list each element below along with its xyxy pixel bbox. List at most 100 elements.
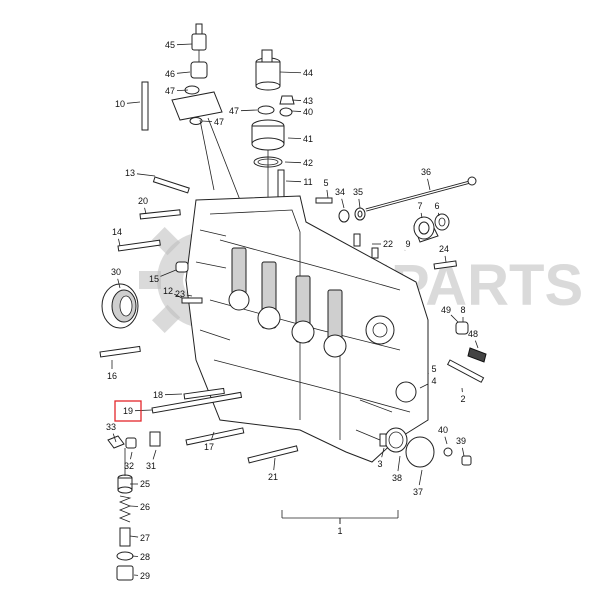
leader-36 — [427, 178, 431, 191]
leader-46 — [176, 71, 191, 74]
callout-28: 28 — [140, 552, 150, 562]
callout-12: 12 — [163, 286, 173, 296]
leader-17 — [210, 431, 215, 441]
leader-34 — [341, 198, 345, 209]
leader-11 — [285, 180, 302, 183]
callout-20: 20 — [138, 196, 148, 206]
leader-32 — [130, 451, 133, 460]
oil-sender-assembly — [251, 49, 295, 210]
leader-26 — [129, 505, 139, 507]
callout-35: 35 — [353, 187, 363, 197]
callout-40: 40 — [303, 107, 313, 117]
leader-7 — [420, 212, 423, 219]
callout-32: 32 — [124, 461, 134, 471]
leader-15 — [160, 269, 177, 277]
leader-33 — [112, 433, 117, 443]
leader-20 — [144, 207, 147, 215]
callout-2: 2 — [460, 394, 465, 404]
leader-lines — [111, 43, 479, 576]
leader-35 — [358, 198, 361, 209]
callout-6: 6 — [434, 201, 439, 211]
leader-38 — [397, 455, 401, 472]
callout-46: 46 — [165, 69, 175, 79]
callout-11: 11 — [303, 177, 312, 187]
callout-39: 39 — [456, 436, 466, 446]
leader-47 — [240, 109, 258, 112]
callout-14: 14 — [112, 227, 122, 237]
leader-5 — [427, 373, 429, 375]
callout-25: 25 — [140, 479, 150, 489]
callout-21: 21 — [268, 472, 278, 482]
leader-48 — [474, 340, 479, 349]
callout-17: 17 — [204, 442, 214, 452]
callout-5: 5 — [323, 178, 328, 188]
leader-4 — [419, 383, 428, 389]
callout-49: 49 — [441, 305, 451, 315]
callout-34: 34 — [335, 187, 345, 197]
crank-seal — [101, 283, 139, 329]
callout-5: 5 — [431, 364, 436, 374]
callout-41: 41 — [303, 134, 313, 144]
callout-40: 40 — [438, 425, 448, 435]
callout-37: 37 — [413, 487, 423, 497]
oil-tube — [365, 176, 477, 212]
callout-16: 16 — [107, 371, 117, 381]
callout-19: 19 — [123, 406, 133, 416]
callout-27: 27 — [140, 533, 150, 543]
oil-pressure-switch-assembly — [141, 23, 241, 201]
leader-41 — [287, 137, 302, 140]
leader-43 — [291, 99, 302, 101]
callout-45: 45 — [165, 40, 175, 50]
highlight-box — [114, 400, 142, 422]
callout-22: 22 — [383, 239, 393, 249]
callout-42: 42 — [303, 158, 313, 168]
callout-9: 9 — [405, 239, 410, 249]
callout-24: 24 — [439, 244, 449, 254]
callout-31: 31 — [146, 461, 156, 471]
callout-36: 36 — [421, 167, 431, 177]
leader-49 — [450, 314, 459, 323]
leader-45 — [176, 43, 193, 46]
leader-13 — [136, 173, 156, 177]
leader-40 — [291, 110, 302, 112]
leader-6 — [437, 212, 440, 217]
leader-37 — [418, 469, 423, 486]
callout-8: 8 — [460, 305, 465, 315]
crankcase-half — [185, 195, 429, 463]
leader-47 — [176, 89, 189, 92]
callout-44: 44 — [303, 68, 313, 78]
callout-1: 1 — [337, 526, 342, 536]
leader-31 — [152, 449, 157, 460]
callout-15: 15 — [149, 274, 159, 284]
leader-47 — [201, 120, 213, 122]
callout-29: 29 — [140, 571, 150, 581]
leader-23 — [186, 294, 193, 297]
leader-21 — [273, 457, 276, 471]
relief-valve-assembly — [107, 431, 161, 581]
leader-40 — [444, 436, 448, 445]
callout-13: 13 — [125, 168, 135, 178]
callout-10: 10 — [115, 99, 125, 109]
callout-30: 30 — [111, 267, 121, 277]
leader-30 — [117, 278, 121, 289]
leader-24 — [444, 255, 447, 263]
callout-26: 26 — [140, 502, 150, 512]
leader-5 — [326, 189, 329, 199]
callout-43: 43 — [303, 96, 313, 106]
leader-42 — [284, 161, 302, 164]
leader-39 — [461, 447, 465, 457]
callout-38: 38 — [392, 473, 402, 483]
callout-7: 7 — [417, 201, 422, 211]
leader-27 — [129, 535, 139, 538]
leader-3 — [381, 447, 385, 458]
callout-47: 47 — [214, 117, 224, 127]
studs-and-bolts — [99, 176, 485, 464]
callout-47: 47 — [229, 106, 239, 116]
leader-12 — [174, 293, 183, 299]
callout-18: 18 — [153, 390, 163, 400]
leader-44 — [279, 71, 302, 74]
callout-33: 33 — [106, 422, 116, 432]
callout-48: 48 — [468, 329, 478, 339]
